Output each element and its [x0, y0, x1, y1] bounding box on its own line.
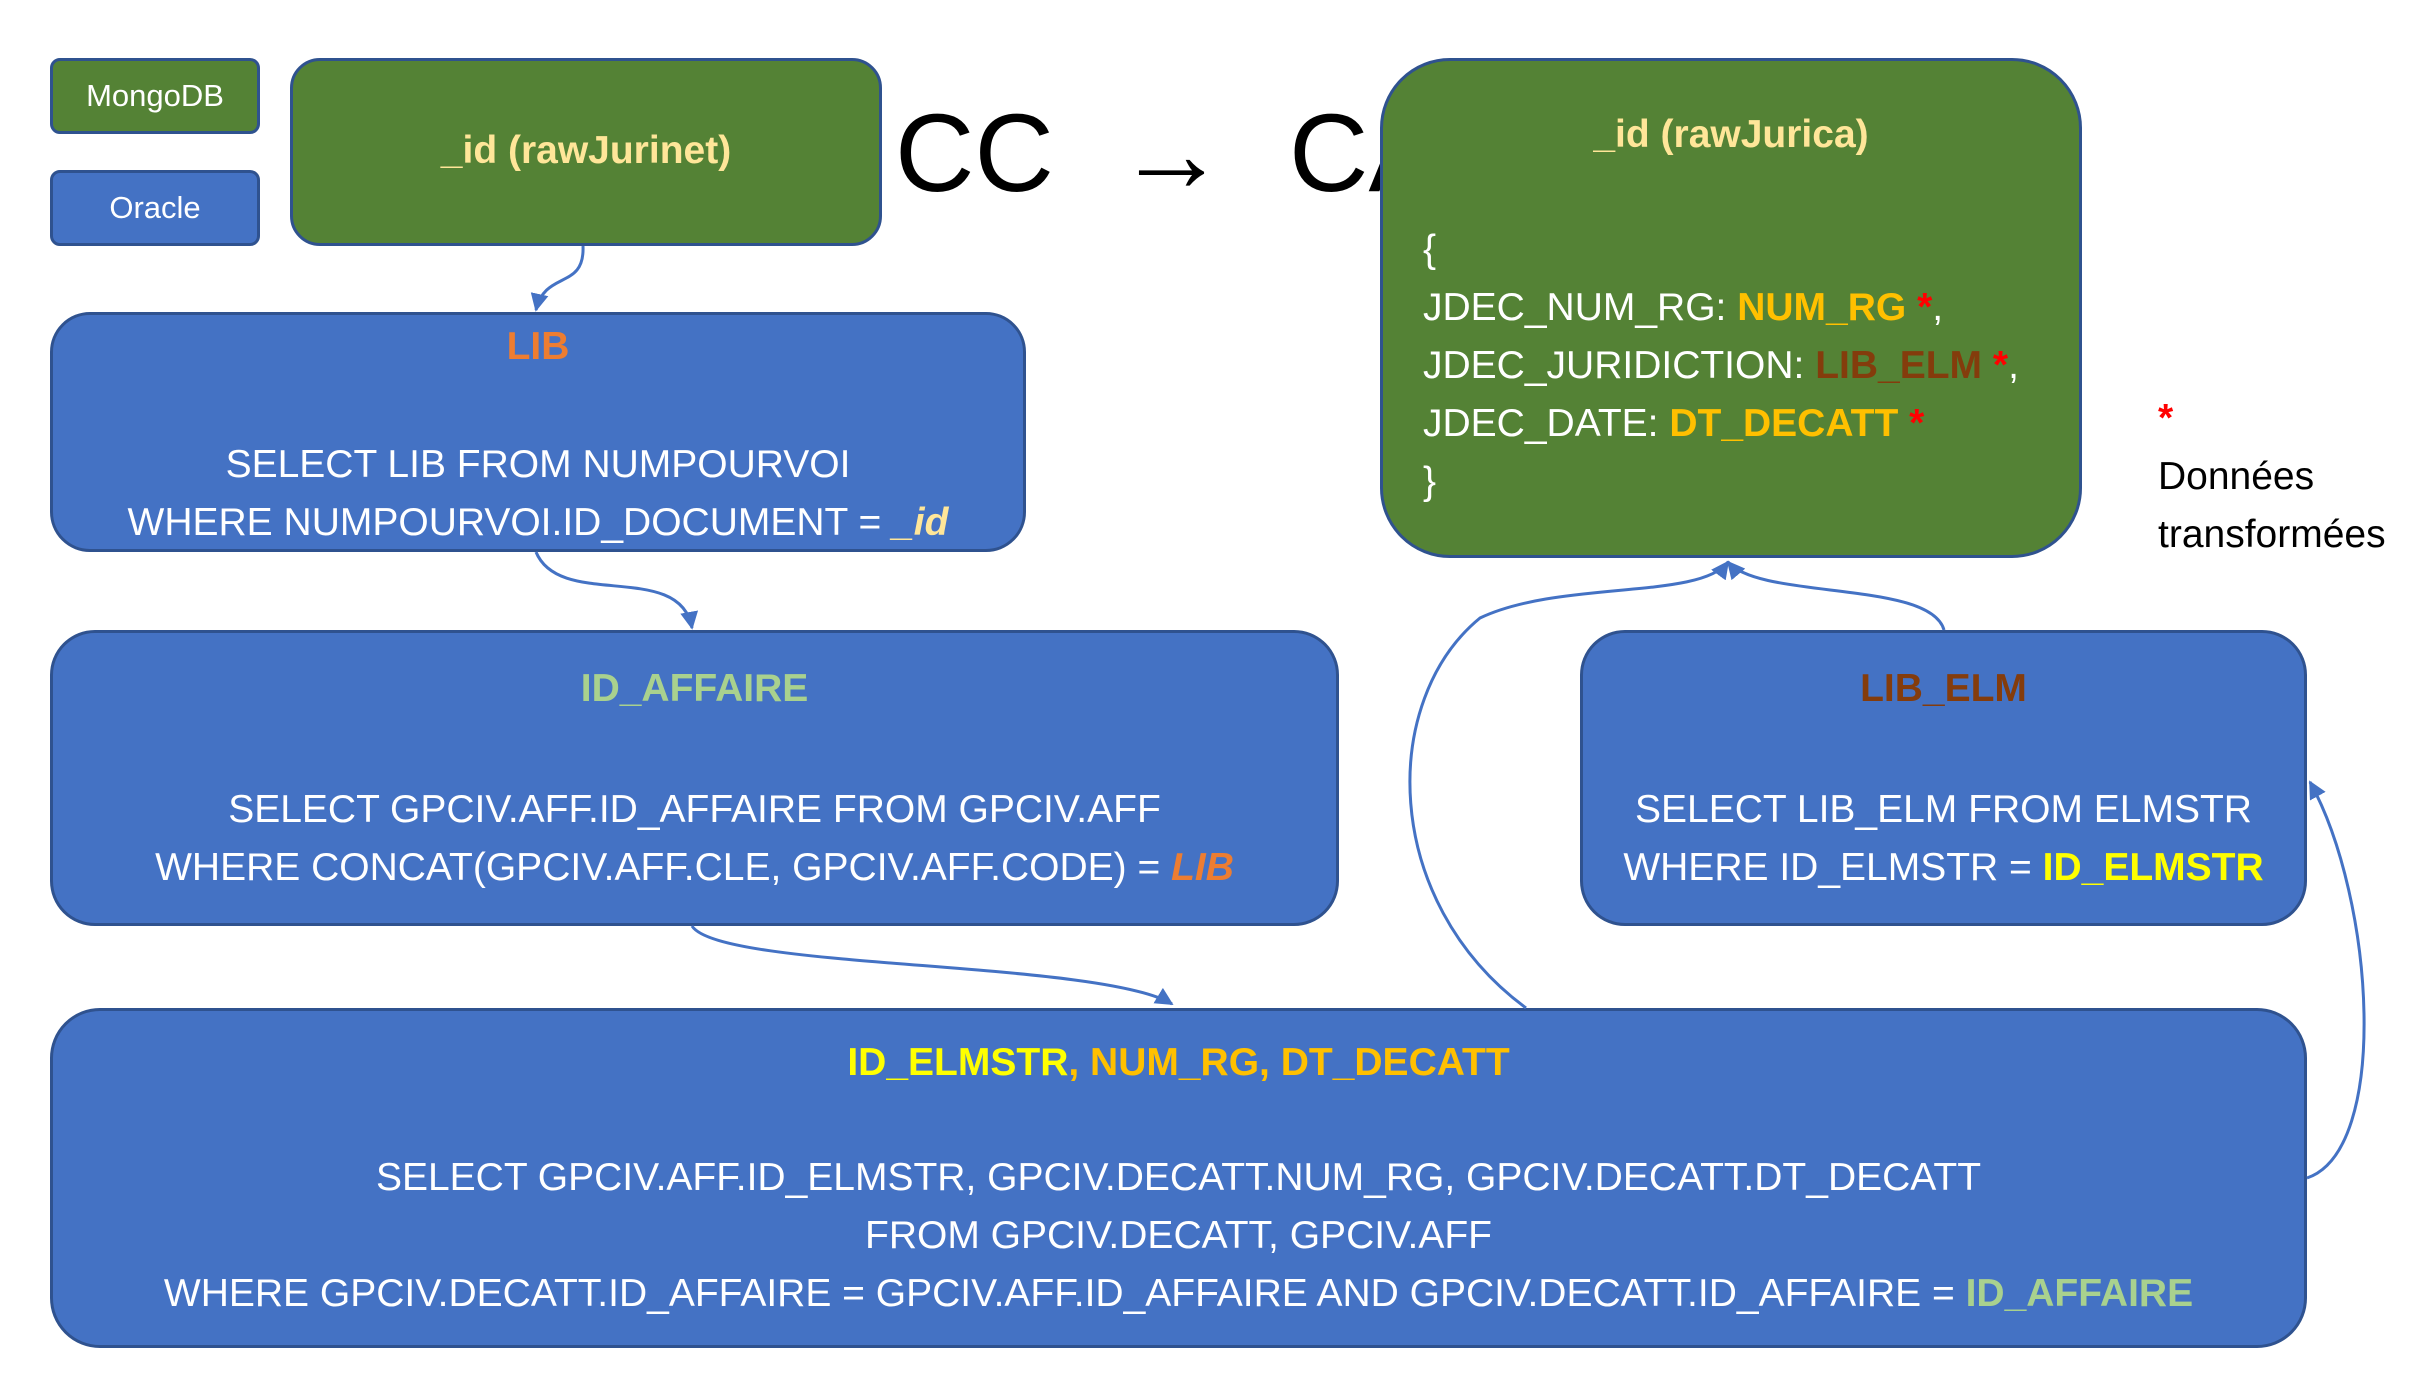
transformed-note: * Données transformées	[2158, 390, 2386, 564]
elmstr-title: ID_ELMSTR, NUM_RG, DT_DECATT	[53, 1041, 2304, 1085]
elmstr-box: ID_ELMSTR, NUM_RG, DT_DECATT SELECT GPCI…	[50, 1008, 2307, 1348]
note-line1: Données	[2158, 455, 2315, 498]
legend-oracle: Oracle	[50, 170, 260, 246]
elmstr-sql-line3: WHERE GPCIV.DECATT.ID_AFFAIRE = GPCIV.AF…	[53, 1265, 2304, 1323]
lib-sql-line2: WHERE NUMPOURVOI.ID_DOCUMENT = _id	[53, 494, 1023, 552]
affaire-title: ID_AFFAIRE	[580, 667, 809, 710]
legend-oracle-label: Oracle	[109, 190, 201, 225]
note-line2: transformées	[2158, 513, 2386, 556]
field-juridiction-star: *	[1992, 344, 2009, 387]
lib-sql-var: _id	[892, 501, 949, 544]
lib-elm-title: LIB_ELM	[1860, 667, 2027, 710]
raw-jurica-title: _id (rawJurica)	[1593, 113, 1869, 156]
elmstr-title-part2: NUM_RG, DT_DECATT	[1090, 1041, 1510, 1084]
arrow-elmstr-to-lib-elm	[2306, 780, 2366, 1180]
elmstr-sql-var: ID_AFFAIRE	[1965, 1272, 2194, 1315]
raw-jurica-box: _id (rawJurica) { JDEC_NUM_RG: NUM_RG *,…	[1380, 58, 2082, 558]
arrow-lib-to-affaire	[534, 551, 699, 630]
lib-sql-line1: SELECT LIB FROM NUMPOURVOI	[225, 443, 851, 486]
field-juridiction-value: LIB_ELM	[1815, 344, 1983, 387]
raw-jurinet-title: _id (rawJurinet)	[440, 129, 732, 172]
legend-mongodb: MongoDB	[50, 58, 260, 134]
field-juridiction-comma: ,	[2008, 344, 2019, 387]
raw-jurica-close: }	[1423, 460, 1437, 503]
elmstr-sql: SELECT GPCIV.AFF.ID_ELMSTR, GPCIV.DECATT…	[53, 1149, 2304, 1323]
affaire-box: ID_AFFAIRE SELECT GPCIV.AFF.ID_AFFAIRE F…	[50, 630, 1339, 926]
affaire-sql-line2: WHERE CONCAT(GPCIV.AFF.CLE, GPCIV.AFF.CO…	[53, 839, 1336, 897]
field-date-key: JDEC_DATE:	[1423, 402, 1670, 445]
field-num-rg-key: JDEC_NUM_RG:	[1423, 286, 1738, 329]
lib-elm-sql-line2: WHERE ID_ELMSTR = ID_ELMSTR	[1583, 839, 2304, 897]
lib-title: LIB	[506, 325, 570, 368]
lib-elm-sql-var: ID_ELMSTR	[2042, 846, 2264, 889]
affaire-sql: SELECT GPCIV.AFF.ID_AFFAIRE FROM GPCIV.A…	[53, 781, 1336, 897]
arrow-lib-elm-to-jurica	[1726, 560, 1946, 631]
note-star: *	[2158, 397, 2174, 440]
heading-left: CC	[895, 92, 1054, 215]
raw-jurica-open: {	[1423, 228, 1437, 271]
elmstr-sql-line3-prefix: WHERE GPCIV.DECATT.ID_AFFAIRE = GPCIV.AF…	[163, 1272, 1966, 1315]
affaire-sql-var: LIB	[1171, 846, 1234, 889]
heading-arrow: →	[1116, 92, 1227, 215]
elmstr-title-part1: ID_ELMSTR	[847, 1041, 1069, 1084]
elmstr-sql-line1: SELECT GPCIV.AFF.ID_ELMSTR, GPCIV.DECATT…	[375, 1156, 1982, 1199]
raw-jurinet-box: _id (rawJurinet)	[290, 58, 882, 246]
lib-box: LIB SELECT LIB FROM NUMPOURVOI WHERE NUM…	[50, 312, 1026, 552]
lib-elm-sql-line2-prefix: WHERE ID_ELMSTR =	[1623, 846, 2043, 889]
raw-jurica-field-num-rg: JDEC_NUM_RG: NUM_RG *,	[1423, 279, 2019, 337]
legend-mongodb-label: MongoDB	[86, 78, 224, 113]
field-num-rg-star: *	[1917, 286, 1933, 329]
elmstr-title-sep: ,	[1068, 1041, 1091, 1084]
field-date-value: DT_DECATT	[1669, 402, 1899, 445]
raw-jurica-field-juridiction: JDEC_JURIDICTION: LIB_ELM *,	[1423, 337, 2019, 395]
lib-sql: SELECT LIB FROM NUMPOURVOI WHERE NUMPOUR…	[53, 436, 1023, 552]
affaire-sql-line2-prefix: WHERE CONCAT(GPCIV.AFF.CLE, GPCIV.AFF.CO…	[155, 846, 1172, 889]
raw-jurica-field-date: JDEC_DATE: DT_DECATT *	[1423, 395, 2019, 453]
lib-elm-sql-line1: SELECT LIB_ELM FROM ELMSTR	[1635, 788, 2252, 831]
elmstr-sql-line2: FROM GPCIV.DECATT, GPCIV.AFF	[865, 1214, 1492, 1257]
lib-elm-box: LIB_ELM SELECT LIB_ELM FROM ELMSTR WHERE…	[1580, 630, 2307, 926]
field-juridiction-key: JDEC_JURIDICTION:	[1423, 344, 1816, 387]
affaire-sql-line1: SELECT GPCIV.AFF.ID_AFFAIRE FROM GPCIV.A…	[228, 788, 1161, 831]
arrow-elmstr-to-jurica	[1408, 560, 1730, 1010]
lib-sql-line2-prefix: WHERE NUMPOURVOI.ID_DOCUMENT =	[127, 501, 893, 544]
field-num-rg-comma: ,	[1932, 286, 1944, 329]
arrow-jurinet-to-lib	[530, 245, 585, 312]
lib-elm-sql: SELECT LIB_ELM FROM ELMSTR WHERE ID_ELMS…	[1583, 781, 2304, 897]
arrow-affaire-to-elmstr	[690, 925, 1174, 1006]
field-date-star: *	[1909, 402, 1925, 445]
field-num-rg-value: NUM_RG	[1737, 286, 1907, 329]
raw-jurica-fields: { JDEC_NUM_RG: NUM_RG *, JDEC_JURIDICTIO…	[1423, 221, 2019, 511]
